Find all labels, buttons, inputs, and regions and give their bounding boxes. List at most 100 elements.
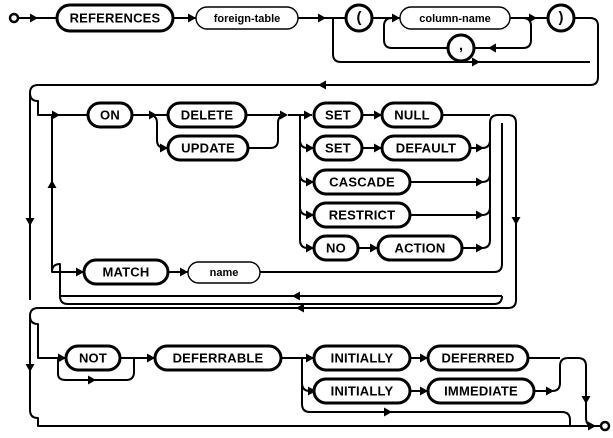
node-set-default-set-label: SET xyxy=(325,140,351,155)
arrow-end xyxy=(588,421,596,431)
node-name: name xyxy=(187,261,261,284)
node-on-label: ON xyxy=(100,107,120,122)
node-initially-deferred: INITIALLY xyxy=(312,344,412,372)
arrow-cascade-merge xyxy=(476,177,484,187)
end-endpoint-circle xyxy=(599,420,611,432)
arrow-update-in xyxy=(160,143,168,153)
rail-on-clause-repeat-down xyxy=(489,114,517,300)
rail-initially-bypass xyxy=(301,358,460,413)
arrow-not-bypass xyxy=(88,375,96,385)
rail-not-bypass xyxy=(56,357,135,381)
arrow-match-in xyxy=(76,267,84,277)
rail-section2-repeat xyxy=(51,263,503,305)
node-match: MATCH xyxy=(82,258,170,286)
node-restrict: RESTRICT xyxy=(312,201,412,229)
node-comma: , xyxy=(446,33,476,63)
node-set-null-set: SET xyxy=(312,101,364,129)
arrow-event-merge xyxy=(280,110,288,120)
rail-column-list-bypass xyxy=(332,18,590,63)
node-cascade: CASCADE xyxy=(312,168,412,196)
node-rparen: ) xyxy=(546,3,576,33)
node-immediate: IMMEDIATE xyxy=(426,377,536,405)
node-restrict-label: RESTRICT xyxy=(329,207,396,222)
rail-branch-to-update xyxy=(148,114,168,149)
arrow-match-out xyxy=(180,267,188,277)
arrow-immediate xyxy=(420,386,428,396)
arrow-action-set-default xyxy=(306,143,314,153)
node-foreign-table: foreign-table xyxy=(195,6,299,30)
node-no-label: NO xyxy=(326,240,346,255)
node-set-default-set: SET xyxy=(312,134,364,162)
node-deferrable: DEFERRABLE xyxy=(153,344,283,372)
arrow-match-spine-up xyxy=(47,180,57,188)
node-update-label: UPDATE xyxy=(181,140,235,155)
node-name-label: name xyxy=(210,267,239,279)
arrow-default-merge xyxy=(476,143,484,153)
arrow-wrap-section2 xyxy=(296,303,304,313)
arrow-section2-repeat xyxy=(292,291,300,301)
rail-default-merge xyxy=(470,123,491,149)
node-cascade-label: CASCADE xyxy=(329,174,395,189)
arrow-section2-entry xyxy=(52,110,60,120)
node-deferred: DEFERRED xyxy=(426,344,530,372)
node-match-label: MATCH xyxy=(103,264,150,279)
rail-wrap-row1-to-section2 xyxy=(29,17,599,300)
arrow-section3-merge-down xyxy=(581,396,591,404)
arrow-restrict-merge xyxy=(476,210,484,220)
arrow-set-default xyxy=(374,143,382,153)
arrow-on-clause-repeat xyxy=(511,217,521,225)
node-delete-label: DELETE xyxy=(181,107,234,122)
node-foreign-table-label: foreign-table xyxy=(214,13,281,25)
arrow-initially-deferred-in xyxy=(306,353,314,363)
rail-wrap-section2-to-section3 xyxy=(29,299,517,410)
node-column-name: column-name xyxy=(399,6,511,30)
arrow-action-no-action xyxy=(306,243,314,253)
arrow-section3-entry xyxy=(58,353,66,363)
rail-section3-entry xyxy=(29,315,66,359)
rail-section3-to-end xyxy=(559,357,601,427)
node-initially-immediate: INITIALLY xyxy=(312,377,412,405)
node-no: NO xyxy=(312,234,360,262)
node-not-label: NOT xyxy=(79,350,107,365)
node-immediate-label: IMMEDIATE xyxy=(444,383,518,398)
arrow-immediate-merge xyxy=(546,386,554,396)
node-action: ACTION xyxy=(376,234,464,262)
arrow-action-merge xyxy=(476,243,484,253)
node-initially-immediate-label: INITIALLY xyxy=(331,383,394,398)
rail-name-merge xyxy=(260,123,503,273)
rail-match-branch-in xyxy=(51,115,84,273)
arrow-section2-bypass-down xyxy=(25,218,35,226)
arrow-wrap-row1 xyxy=(318,80,326,90)
node-delete: DELETE xyxy=(166,101,248,129)
rail-comma-loop-right xyxy=(475,17,532,49)
node-not: NOT xyxy=(64,344,122,372)
rail-bottom-bypass xyxy=(29,409,601,427)
node-comma-label: , xyxy=(459,37,463,54)
arrow-deferrable-in xyxy=(147,353,155,363)
node-lparen: ( xyxy=(344,3,374,33)
arrow-comma-loop xyxy=(488,43,496,53)
arrow-section3-bypass-down xyxy=(25,364,35,372)
arrow-column-list-bypass xyxy=(472,57,480,67)
arrow-initially-bypass xyxy=(384,407,392,417)
arrow-set-null xyxy=(374,110,382,120)
node-column-name-label: column-name xyxy=(419,13,491,25)
arrow-action-set-null xyxy=(304,110,312,120)
arrow-action-restrict xyxy=(306,210,314,220)
node-rparen-label: ) xyxy=(559,9,564,26)
node-action-label: ACTION xyxy=(394,240,445,255)
arrow-deferred xyxy=(420,353,428,363)
arrow-initially-immediate-in xyxy=(308,386,316,396)
node-deferred-label: DEFERRED xyxy=(441,350,514,365)
node-null: NULL xyxy=(380,101,444,129)
node-update: UPDATE xyxy=(166,134,250,162)
arrow-start xyxy=(30,13,38,23)
node-references: REFERENCES xyxy=(55,3,175,33)
node-lparen-label: ( xyxy=(357,9,362,26)
node-default-label: DEFAULT xyxy=(396,140,456,155)
rail-initially-bypass-merge xyxy=(460,411,571,426)
rail-update-merge xyxy=(248,114,287,149)
arrow-lparen-out xyxy=(392,13,400,23)
